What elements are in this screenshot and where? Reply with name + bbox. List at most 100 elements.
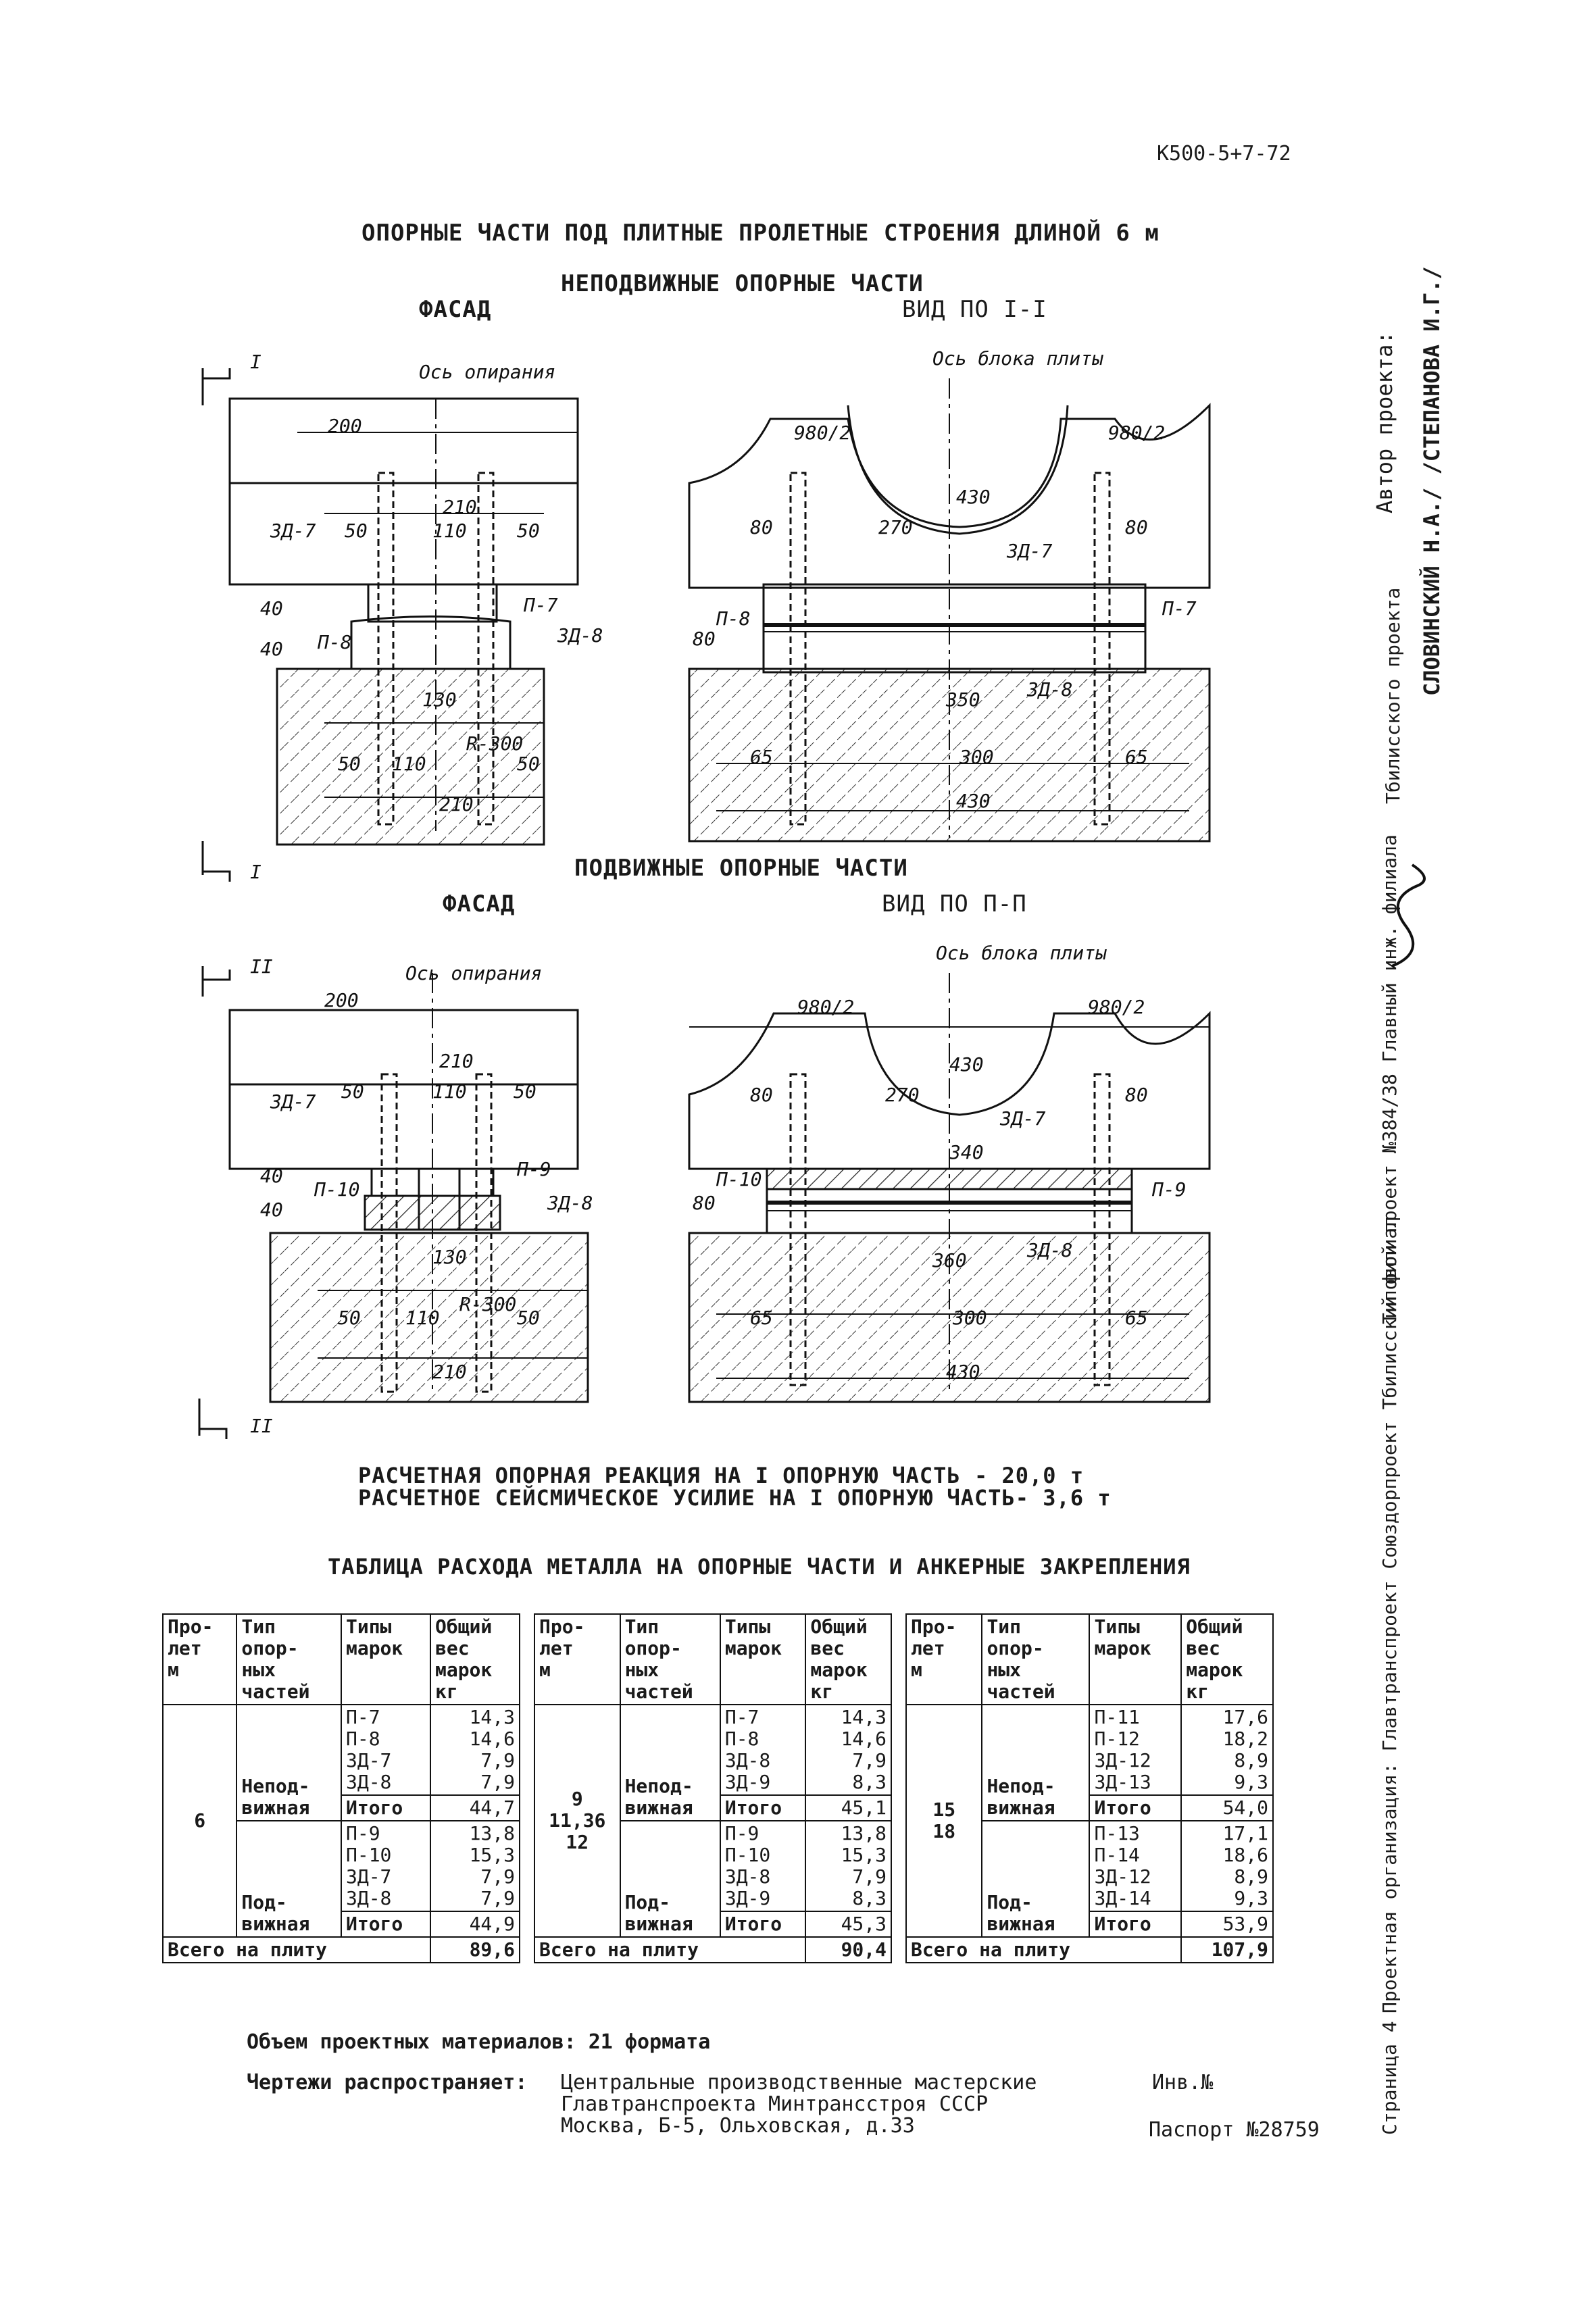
movable-view-mark-zd7: ЗД-7 (999, 1107, 1046, 1130)
fixed-view-mark-zd7: ЗД-7 (1006, 540, 1053, 562)
cell-value: П-7 (724, 1706, 759, 1728)
fixed-facade-dim-50d: 50 (517, 753, 540, 775)
movable-view-dim-270: 270 (885, 1084, 920, 1106)
cell-value: 17,1 (1222, 1822, 1268, 1844)
cell-value: 15,3 (841, 1844, 887, 1866)
fixed-facade-dim-110: 110 (432, 520, 467, 542)
header-span: Про- лет м (534, 1613, 621, 1705)
movable-facade-dim-50d: 50 (517, 1307, 540, 1329)
cell-value: 13,8 (469, 1822, 515, 1844)
movable-facade-mark-zd8: ЗД-8 (547, 1192, 593, 1214)
cell-value: 18,6 (1222, 1844, 1268, 1866)
fixed-cut-mark-bottom: I (250, 861, 261, 883)
distribution-line1: Центральные производственные мастерские (561, 2071, 1037, 2094)
signature-mark (1391, 863, 1426, 967)
cell-value: ЗД-9 (724, 1771, 771, 1793)
cell-value: 8,9 (1234, 1749, 1268, 1771)
fixed-facade-dim-40b: 40 (260, 638, 283, 660)
movable-view-dim-80a: 80 (750, 1084, 773, 1106)
fixed-view-dim-430b: 430 (956, 790, 991, 812)
cell-value: П-8 (724, 1728, 759, 1750)
header-weight: Общий вес марок кг (429, 1613, 521, 1705)
total-value: 89,6 (429, 1936, 521, 1963)
total-value: 107,9 (1180, 1936, 1274, 1963)
movable-type-label: Под- вижная (619, 1820, 721, 1938)
movable-view-dim-65a: 65 (750, 1307, 773, 1329)
fixed-view-mark-zd8: ЗД-8 (1026, 678, 1072, 701)
cell-value: ЗД-14 (1094, 1887, 1151, 1909)
cell-value: П-7 (345, 1706, 380, 1728)
itogo-label: Итого (719, 1794, 807, 1821)
total-label: Всего на плиту (533, 1936, 807, 1963)
cell-value: 8,9 (1234, 1865, 1268, 1888)
cell-value: 9,3 (1234, 1771, 1268, 1793)
fixed-view-mark-p8: П-8 (716, 607, 751, 630)
movable-total: 45,3 (805, 1911, 892, 1938)
fixed-view-axis-label: Ось блока плиты (932, 347, 1103, 370)
cell-value: ЗД-12 (1094, 1749, 1151, 1771)
itogo-label: Итого (1089, 1794, 1182, 1821)
cell-value: 8,3 (852, 1771, 887, 1793)
fixed-facade-dim-50a: 50 (345, 520, 368, 542)
cell-value: 14,3 (469, 1706, 515, 1728)
movable-facade-drawing (198, 966, 589, 1439)
fixed-section-title: НЕПОДВИЖНЫЕ ОПОРНЫЕ ЧАСТИ (561, 270, 924, 297)
cell-value: 14,6 (841, 1728, 887, 1750)
cell-value: П-8 (345, 1728, 380, 1750)
movable-view-dim-980b: 980/2 (1088, 996, 1145, 1018)
header-type: Тип опор- ных частей (619, 1613, 721, 1705)
movable-facade-dim-50c: 50 (338, 1307, 361, 1329)
fixed-view-dim-65a: 65 (750, 746, 773, 768)
movable-cut-mark-top: II (250, 955, 273, 978)
cell-value: 7,9 (852, 1749, 887, 1771)
movable-facade-axis-label: Ось опирания (405, 962, 542, 984)
cell-value: 7,9 (852, 1865, 887, 1888)
header-marks: Типы марок (340, 1613, 431, 1705)
fixed-total: 45,1 (805, 1794, 892, 1821)
passport-label: Паспорт №28759 (1149, 2118, 1320, 2142)
movable-facade-dim-200: 200 (324, 989, 359, 1011)
movable-facade-mark-p10: П-10 (314, 1178, 359, 1201)
movable-view-dim-80b: 80 (1125, 1084, 1148, 1106)
distribution-label: Чертежи распространяет: (247, 2071, 528, 2094)
fixed-type-label: Непод- вижная (981, 1704, 1091, 1821)
cell-value: П-10 (345, 1844, 392, 1866)
fixed-facade-mark-p7: П-7 (523, 594, 558, 616)
cell-value: 15,3 (469, 1844, 515, 1866)
fixed-view-mark-p7: П-7 (1162, 597, 1197, 620)
cell-value: ЗД-8 (345, 1771, 392, 1793)
fixed-facade-axis-label: Ось опирания (419, 361, 555, 383)
header-type: Тип опор- ных частей (236, 1613, 342, 1705)
movable-view-dim-430b: 430 (946, 1361, 980, 1383)
distribution-line2: Главтранспроекта Минтрансстроя СССР (561, 2092, 989, 2116)
movable-type-label: Под- вижная (981, 1820, 1091, 1938)
fixed-view-dim-980b: 980/2 (1108, 422, 1165, 444)
fixed-view-dim-430: 430 (956, 486, 991, 508)
movable-type-label: Под- вижная (236, 1820, 342, 1938)
movable-view-label: ВИД ПО П-П (882, 890, 1027, 917)
header-span: Про- лет м (161, 1613, 238, 1705)
movable-facade-dim-40a: 40 (260, 1165, 283, 1187)
seismic-line: РАСЧЕТНОЕ СЕЙСМИЧЕСКОЕ УСИЛИЕ НА I ОПОРН… (358, 1485, 1112, 1511)
movable-view-dim-300: 300 (952, 1307, 987, 1329)
cell-value: ЗД-7 (345, 1865, 392, 1888)
movable-facade-dim-40b: 40 (260, 1199, 283, 1221)
